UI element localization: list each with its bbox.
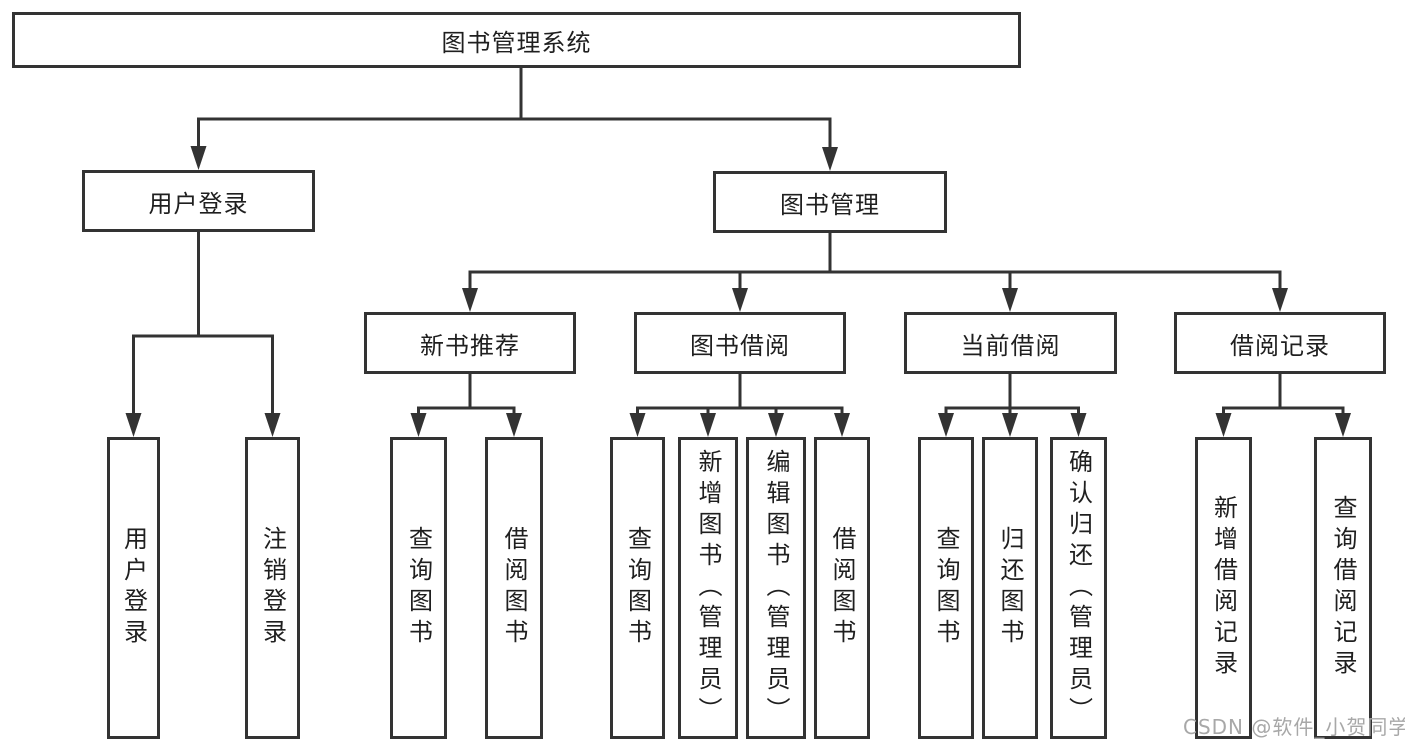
node-borrowing-records: 借阅记录 <box>1174 312 1386 374</box>
node-label: 编辑图书（管理员） <box>762 448 790 728</box>
node-label: 图书借阅 <box>690 331 790 360</box>
node-label: 用户登录 <box>148 189 249 218</box>
leaf-edit-book-admin: 编辑图书（管理员） <box>746 437 806 739</box>
node-label: 借阅记录 <box>1230 331 1330 360</box>
node-book-borrowing: 图书借阅 <box>634 312 846 374</box>
leaf-return-books: 归还图书 <box>982 437 1038 739</box>
node-label: 注销登录 <box>258 526 287 650</box>
leaf-user-login: 用户登录 <box>107 437 160 739</box>
node-user-login: 用户登录 <box>82 170 315 232</box>
node-new-book-recommendation: 新书推荐 <box>364 312 576 374</box>
leaf-query-books-current: 查询图书 <box>918 437 974 739</box>
node-label: 图书管理系统 <box>441 28 592 57</box>
leaf-borrow-books-borrowing: 借阅图书 <box>814 437 870 739</box>
node-label: 新书推荐 <box>420 331 520 360</box>
node-label: 借阅图书 <box>500 526 528 650</box>
node-library-management-system: 图书管理系统 <box>12 12 1021 68</box>
node-label: 归还图书 <box>996 526 1024 650</box>
watermark: CSDN @软件_小贺同学 <box>1183 715 1405 739</box>
leaf-logout: 注销登录 <box>245 437 300 739</box>
node-label: 图书管理 <box>780 190 880 219</box>
node-label: 查询图书 <box>932 526 960 650</box>
node-book-management: 图书管理 <box>713 171 947 233</box>
leaf-query-books-borrowing: 查询图书 <box>610 437 665 739</box>
node-label: 确认归还（管理员） <box>1064 448 1093 728</box>
node-label: 新增借阅记录 <box>1209 495 1238 681</box>
node-current-borrowing: 当前借阅 <box>904 312 1117 374</box>
leaf-borrow-books-recommendation: 借阅图书 <box>485 437 543 739</box>
leaf-confirm-return-admin: 确认归还（管理员） <box>1050 437 1107 739</box>
node-label: 查询借阅记录 <box>1329 495 1357 681</box>
leaf-query-borrow-record: 查询借阅记录 <box>1314 437 1372 739</box>
leaf-add-borrow-record: 新增借阅记录 <box>1195 437 1252 739</box>
leaf-query-books-recommendation: 查询图书 <box>390 437 447 739</box>
node-label: 查询图书 <box>623 526 652 650</box>
node-label: 借阅图书 <box>828 526 856 650</box>
node-label: 用户登录 <box>119 526 148 650</box>
leaf-add-book-admin: 新增图书（管理员） <box>678 437 738 739</box>
node-label: 当前借阅 <box>960 331 1061 360</box>
node-label: 新增图书（管理员） <box>694 448 722 728</box>
node-label: 查询图书 <box>404 526 433 650</box>
